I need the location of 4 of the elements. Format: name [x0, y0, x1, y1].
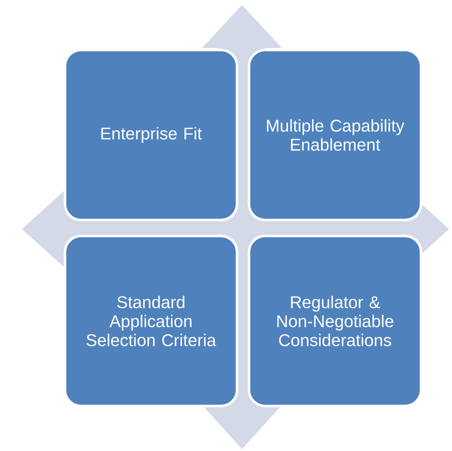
- quadrant-box: Regulator & Non-Negotiable Considerations: [248, 234, 422, 408]
- quadrant-box: Standard Application Selection Criteria: [64, 234, 238, 408]
- quadrant-box: Enterprise Fit: [64, 48, 238, 222]
- quadrant-box: Multiple Capability Enablement: [248, 48, 422, 222]
